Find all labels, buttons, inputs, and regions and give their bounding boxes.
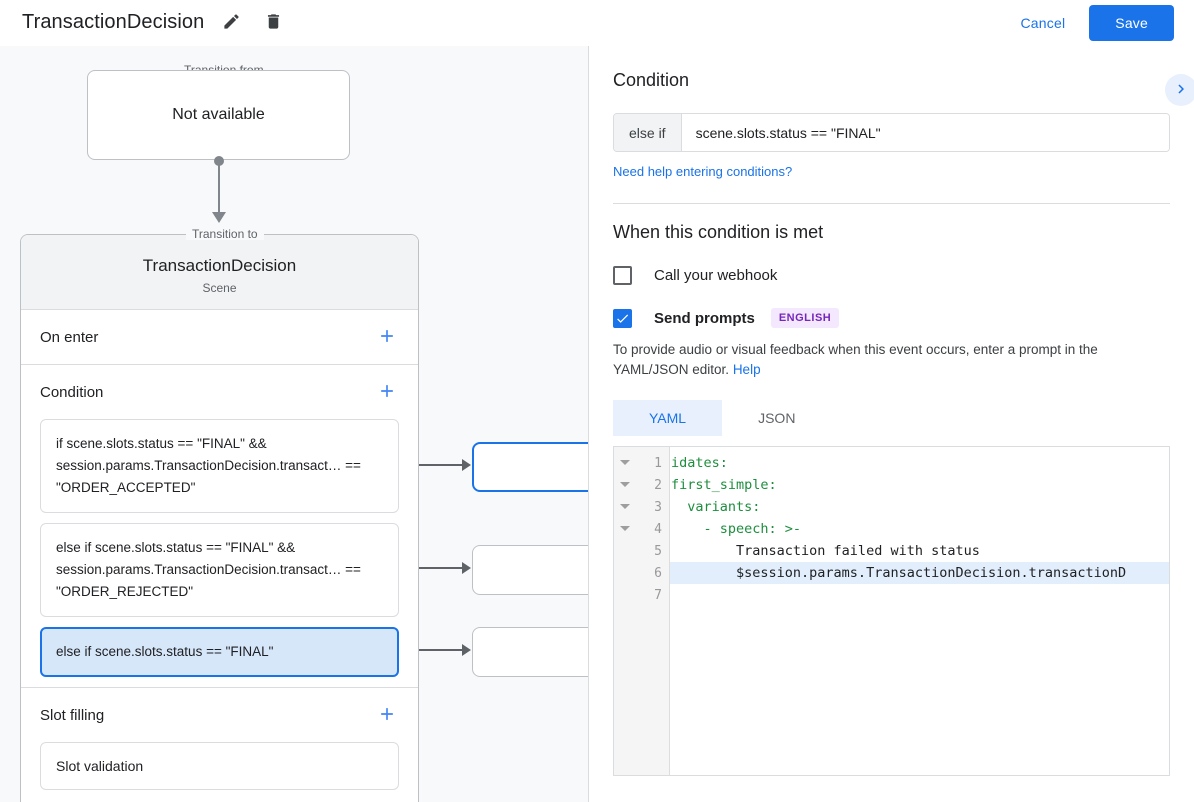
add-slot-filling-button[interactable]	[375, 703, 399, 727]
gutter-line[interactable]: 1	[614, 452, 669, 474]
scene-type-label: Scene	[202, 281, 237, 295]
section-condition: Condition if scene.slots.status == "FINA…	[21, 365, 418, 688]
edge-arrow-3	[462, 644, 471, 656]
gutter-line[interactable]: 5	[614, 540, 669, 562]
pencil-icon	[222, 12, 241, 34]
editor-code-area[interactable]: idates: first_simple: variants: - speech…	[670, 447, 1169, 775]
edge-arrow-1	[462, 459, 471, 471]
panel-divider	[613, 203, 1170, 204]
plus-icon	[377, 381, 397, 404]
fold-triangle-icon[interactable]	[620, 526, 630, 531]
transition-from-node[interactable]: Not available	[87, 70, 350, 160]
fold-triangle-icon[interactable]	[620, 504, 630, 509]
condition-prefix-label: else if	[614, 114, 682, 151]
trash-icon	[264, 12, 283, 34]
call-webhook-label: Call your webhook	[654, 267, 778, 284]
condition-expression-input[interactable]	[681, 114, 1169, 151]
transition-from-value: Not available	[172, 106, 265, 123]
section-slot-filling: Slot filling Slot validation	[21, 688, 418, 790]
checkmark-icon	[617, 313, 629, 323]
fold-triangle-icon[interactable]	[620, 482, 630, 487]
gutter-line[interactable]: 4	[614, 518, 669, 540]
line-number: 3	[654, 499, 662, 515]
section-title-slot-filling: Slot filling	[40, 706, 105, 724]
edge-line-2	[400, 567, 464, 569]
section-header-condition: Condition	[40, 365, 399, 419]
condition-help-row: Need help entering conditions?	[613, 163, 1170, 181]
section-on-enter: On enter	[21, 310, 418, 365]
add-on-enter-button[interactable]	[375, 325, 399, 349]
line-number: 4	[654, 521, 662, 537]
slot-validation-item[interactable]: Slot validation	[40, 742, 399, 790]
plus-icon	[377, 326, 397, 349]
scene-name: TransactionDecision	[142, 256, 297, 275]
call-webhook-row: Call your webhook	[613, 266, 1170, 285]
tab-yaml[interactable]: YAML	[613, 400, 723, 436]
condition-section: Condition else if Need help entering con…	[589, 46, 1194, 204]
gutter-line[interactable]: 6	[614, 562, 669, 584]
code-line: variants:	[671, 499, 761, 515]
top-bar: TransactionDecision Cancel Save	[0, 0, 1194, 46]
edge-arrow-2	[462, 562, 471, 574]
prompt-help-link[interactable]: Help	[732, 362, 761, 377]
need-help-conditions-link[interactable]: Need help entering conditions?	[613, 164, 793, 179]
prompt-code-editor[interactable]: 1 2 3 4 5 6 7 idates: first_simple: vari…	[613, 446, 1170, 776]
line-number: 6	[654, 565, 662, 581]
add-condition-button[interactable]	[375, 380, 399, 404]
edge-line-1	[400, 464, 464, 466]
scene-card-header[interactable]: TransactionDecision Scene	[21, 235, 418, 310]
editor-gutter: 1 2 3 4 5 6 7	[614, 447, 670, 775]
section-title-on-enter: On enter	[40, 328, 99, 346]
send-prompts-checkbox[interactable]	[613, 308, 632, 328]
code-line: - speech: >-	[671, 521, 802, 537]
editor-format-tabs: YAML JSON	[613, 400, 1170, 436]
prompt-help-text: To provide audio or visual feedback when…	[613, 340, 1170, 380]
section-header-slot-filling: Slot filling	[40, 688, 399, 742]
when-condition-met-section: When this condition is met Call your web…	[589, 204, 1194, 776]
transition-to-legend: Transition to	[186, 228, 264, 240]
line-number: 2	[654, 477, 662, 493]
prompt-help-sentence: To provide audio or visual feedback when…	[613, 342, 1098, 377]
delete-button[interactable]	[258, 8, 288, 38]
plus-icon	[377, 704, 397, 727]
line-number: 1	[654, 455, 662, 471]
code-line: first_simple:	[671, 477, 777, 493]
section-title-condition: Condition	[40, 383, 104, 401]
cancel-button[interactable]: Cancel	[1009, 6, 1078, 40]
condition-heading: Condition	[613, 70, 690, 90]
transition-arrow-head	[212, 212, 226, 223]
code-line-active: $session.params.TransactionDecision.tran…	[670, 562, 1169, 584]
page-title: TransactionDecision	[22, 11, 205, 33]
line-number: 7	[654, 587, 662, 603]
chevron-right-icon	[1172, 80, 1190, 101]
code-line	[670, 584, 1169, 606]
when-condition-met-heading: When this condition is met	[613, 222, 824, 242]
edge-line-3	[400, 649, 464, 651]
line-number: 5	[654, 543, 662, 559]
scene-card: TransactionDecision Scene On enter Con	[20, 234, 419, 802]
collapse-panel-button[interactable]	[1165, 74, 1194, 106]
gutter-line[interactable]: 7	[614, 584, 669, 606]
gutter-line[interactable]: 3	[614, 496, 669, 518]
condition-item[interactable]: else if scene.slots.status == "FINAL" &&…	[40, 523, 399, 617]
code-line: idates:	[671, 455, 728, 471]
condition-item-selected[interactable]: else if scene.slots.status == "FINAL"	[40, 627, 399, 677]
section-header-on-enter: On enter	[40, 310, 399, 364]
save-button[interactable]: Save	[1089, 4, 1174, 41]
edit-name-button[interactable]	[216, 8, 246, 38]
send-prompts-label: Send prompts	[654, 309, 755, 327]
code-line: Transaction failed with status	[671, 543, 980, 559]
send-prompts-row: Send prompts ENGLISH	[613, 308, 1170, 328]
details-panel: Condition else if Need help entering con…	[588, 46, 1194, 802]
condition-input-row: else if	[613, 113, 1170, 152]
tab-json[interactable]: JSON	[722, 400, 831, 436]
condition-item[interactable]: if scene.slots.status == "FINAL" && sess…	[40, 419, 399, 513]
call-webhook-checkbox[interactable]	[613, 266, 632, 285]
gutter-line[interactable]: 2	[614, 474, 669, 496]
fold-triangle-icon[interactable]	[620, 460, 630, 465]
transition-arrow-line	[218, 161, 220, 215]
language-badge: ENGLISH	[770, 308, 840, 328]
